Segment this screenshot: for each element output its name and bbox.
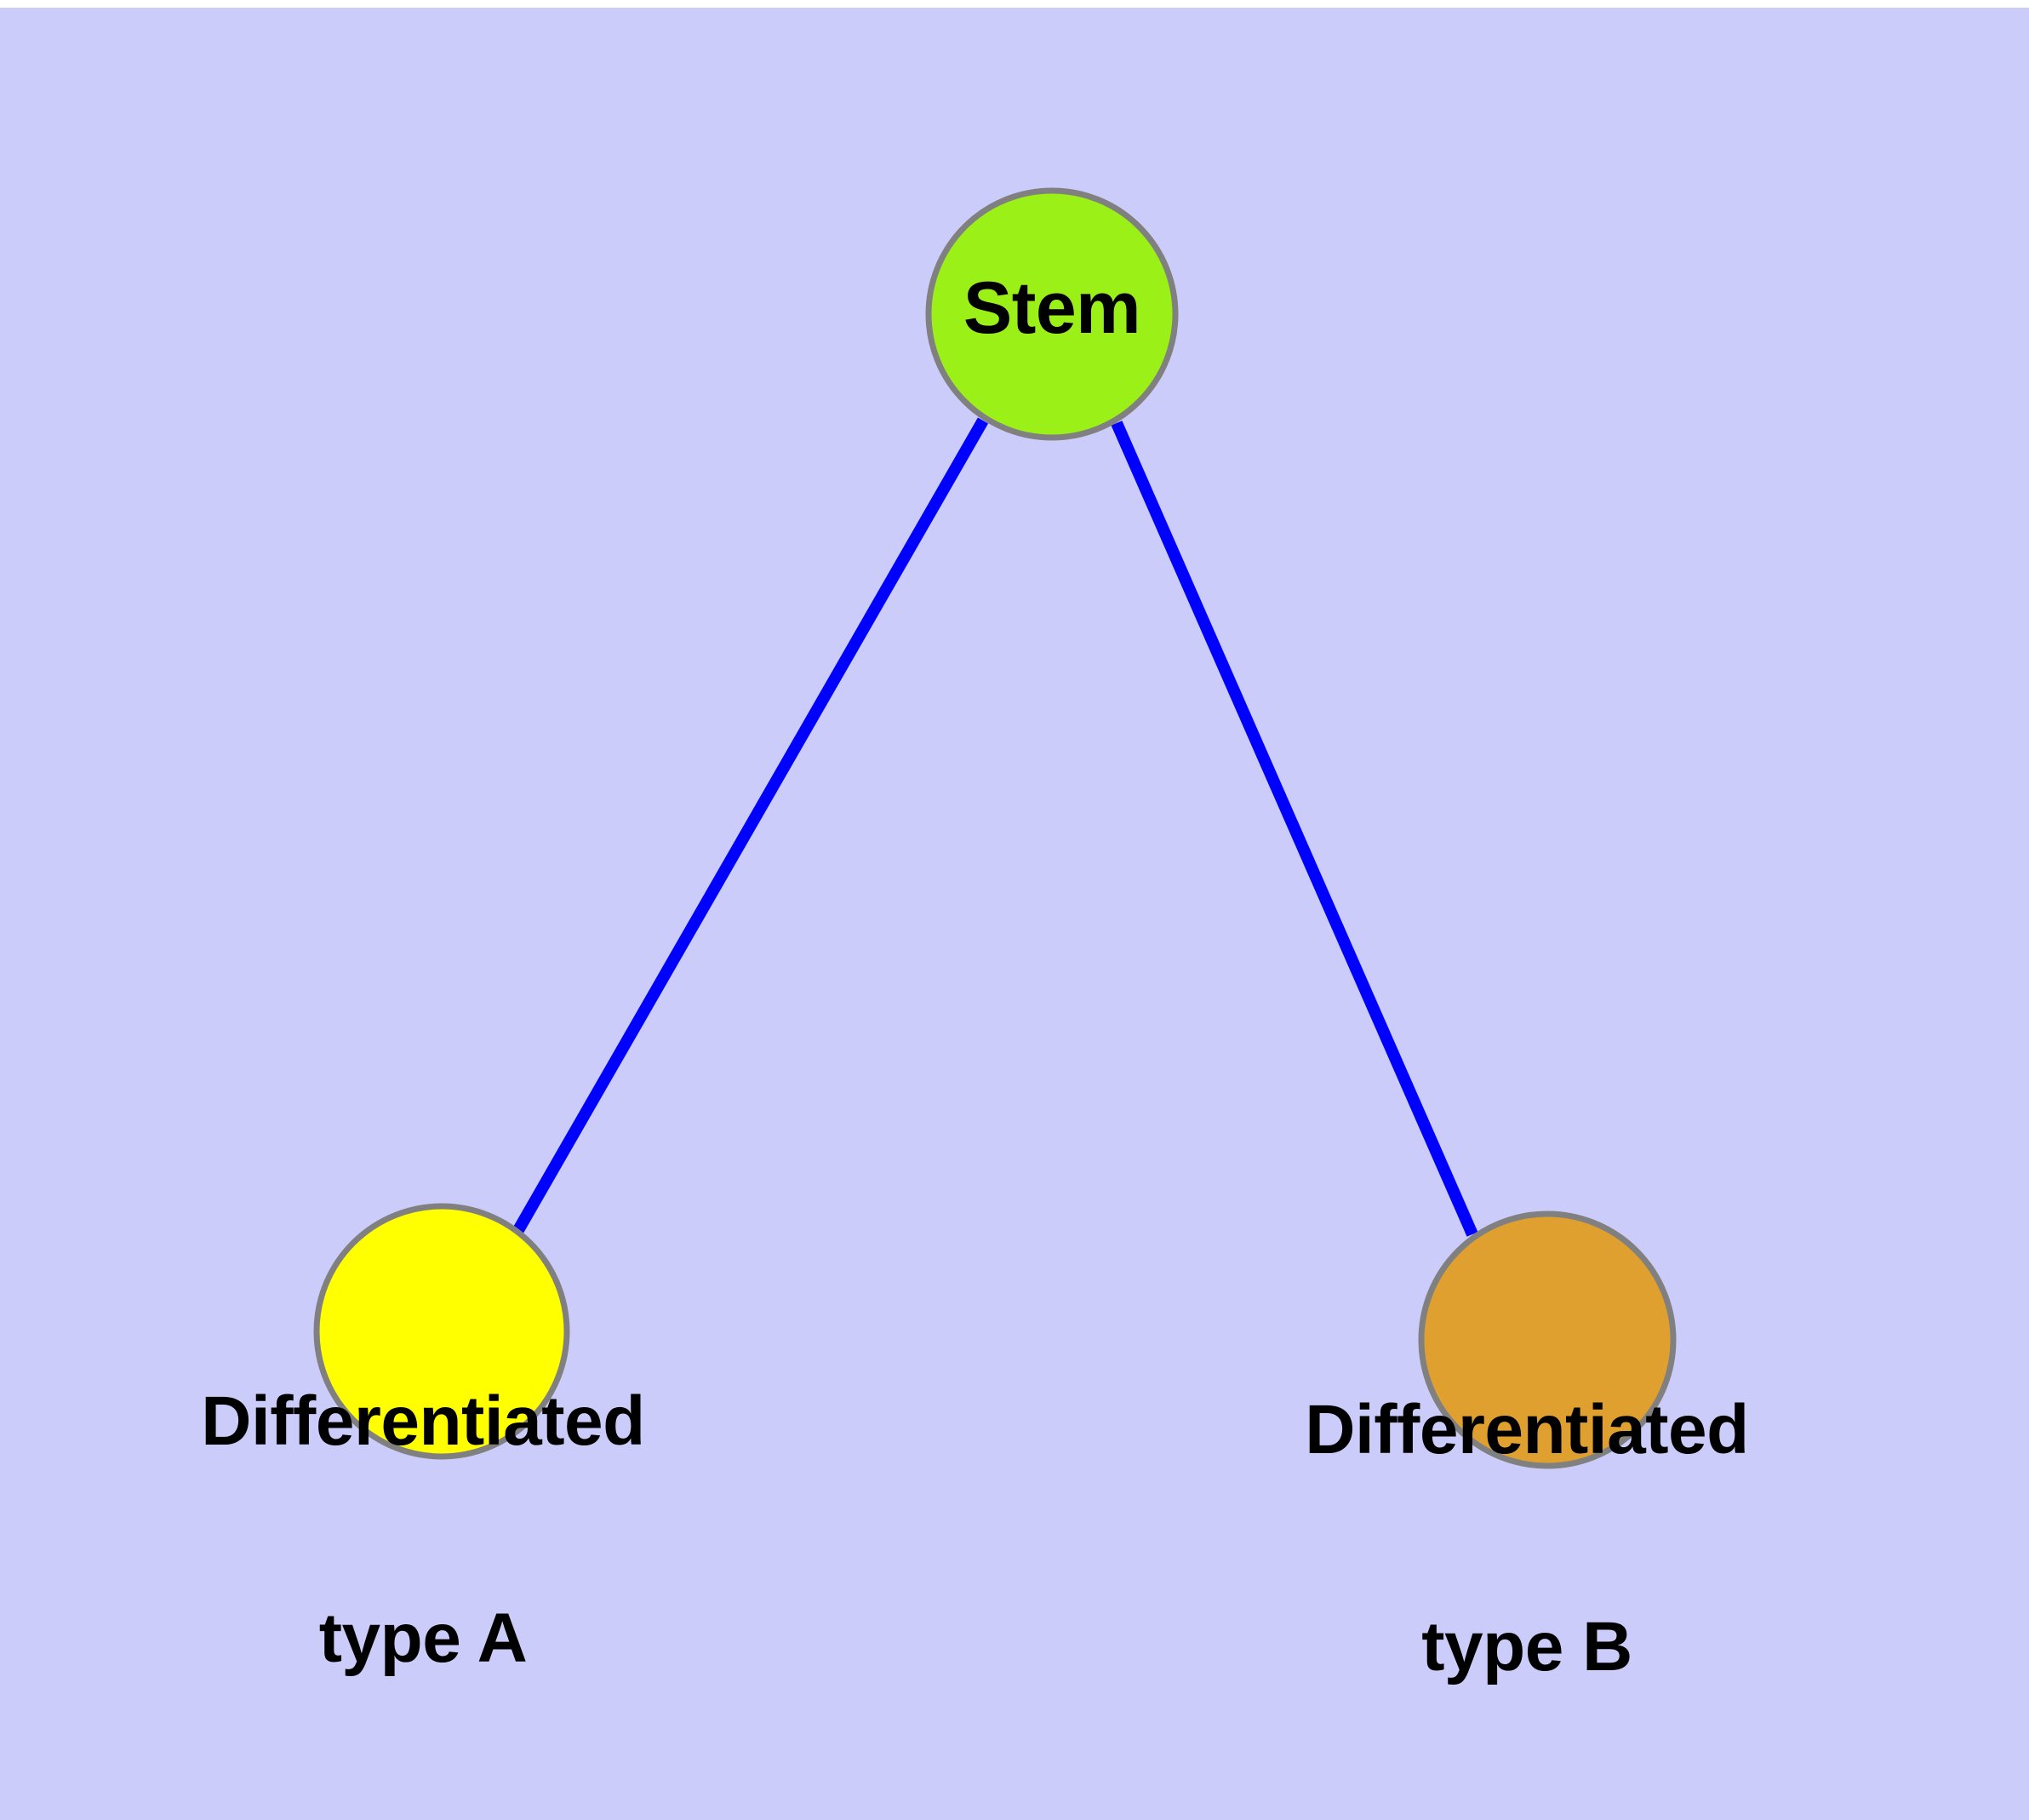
edge-stem-to-differentiated-type-b[interactable] (1111, 421, 1478, 1237)
node-layer (313, 187, 1677, 1469)
edge-stem-to-differentiated-type-a[interactable] (512, 417, 989, 1233)
edge-layer (512, 417, 1478, 1237)
node-stem[interactable] (925, 187, 1179, 441)
node-differentiated-type-b[interactable] (1418, 1210, 1677, 1469)
node-differentiated-type-a[interactable] (313, 1203, 570, 1460)
